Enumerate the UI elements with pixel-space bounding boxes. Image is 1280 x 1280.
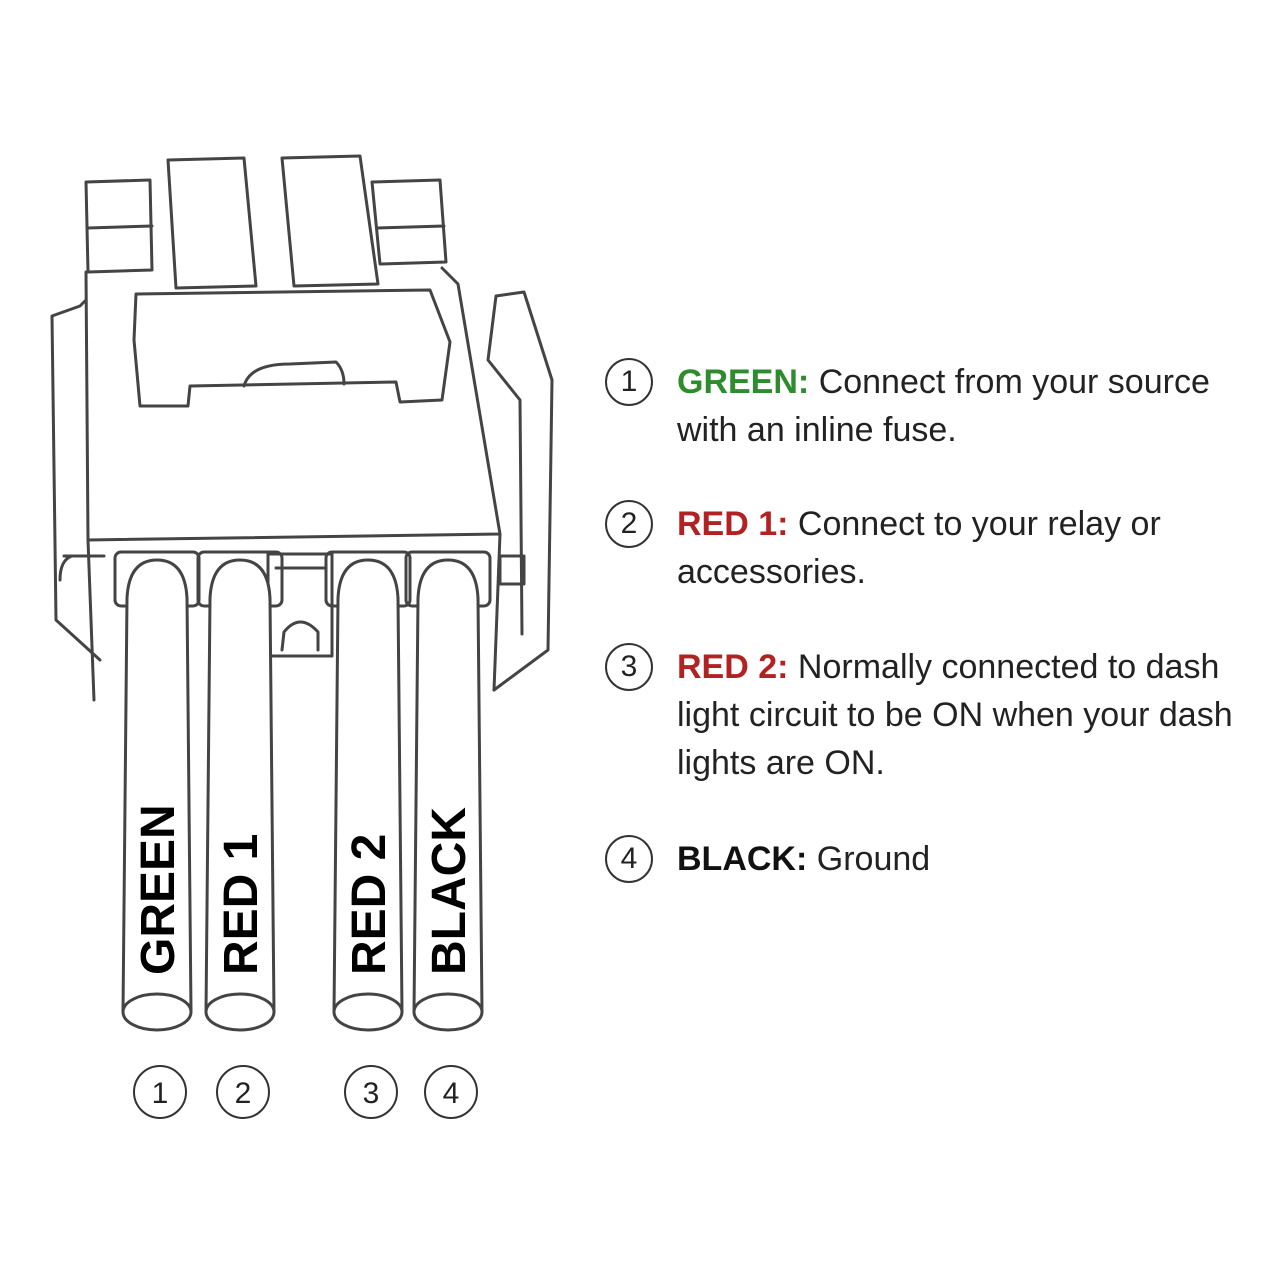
wire-end [121, 992, 193, 1032]
legend-key-red1: RED 1: [677, 505, 789, 543]
wire-label-red1: RED 1 [215, 834, 268, 975]
wire-number-circle [424, 1065, 478, 1119]
wire-end [332, 992, 404, 1032]
wire-green: GREEN [113, 550, 201, 1032]
legend-desc-black: Ground [816, 840, 931, 878]
legend-number-1: 1 [605, 358, 653, 406]
legend-key-green: GREEN: [677, 363, 810, 401]
legend-desc-green: Connect from your source with an inline … [677, 363, 1210, 449]
wire-number-circle [344, 1065, 398, 1119]
wire-number-3: 3 [363, 1077, 380, 1110]
wire-number-circle [133, 1065, 187, 1119]
wire-end [204, 992, 276, 1032]
wire-number-4: 4 [443, 1077, 460, 1110]
wire-red2: RED 2 [324, 550, 412, 1032]
connector-body [50, 154, 554, 702]
wire-numbers-group: 1 2 3 4 [133, 1065, 478, 1119]
wire-red1: RED 1 [196, 550, 284, 1032]
wire-end [412, 992, 484, 1032]
legend-desc-red2: Normally connected to dash light circuit… [677, 648, 1233, 782]
legend-desc-red1: Connect to your relay or accessories. [677, 505, 1161, 591]
wire-number-2: 2 [235, 1077, 252, 1110]
wire-tube [332, 558, 404, 1013]
wire-tube [204, 558, 276, 1013]
legend-number-3: 3 [605, 643, 653, 691]
legend-key-black: BLACK: [677, 840, 808, 878]
wire-label-black: BLACK [423, 807, 476, 975]
wire-label-red2: RED 2 [343, 834, 396, 975]
wire-number-circle [216, 1065, 270, 1119]
wire-tube [121, 558, 193, 1013]
legend-number-2: 2 [605, 500, 653, 548]
wire-black: BLACK [404, 550, 492, 1032]
wire-tube [412, 558, 484, 1013]
legend-key-red2: RED 2: [677, 648, 789, 686]
wires-group: GREEN RED 1 RED 2 BLACK [113, 550, 492, 1032]
wire-label-green: GREEN [132, 804, 185, 975]
wire-number-1: 1 [152, 1077, 169, 1110]
legend-number-4: 4 [605, 835, 653, 883]
